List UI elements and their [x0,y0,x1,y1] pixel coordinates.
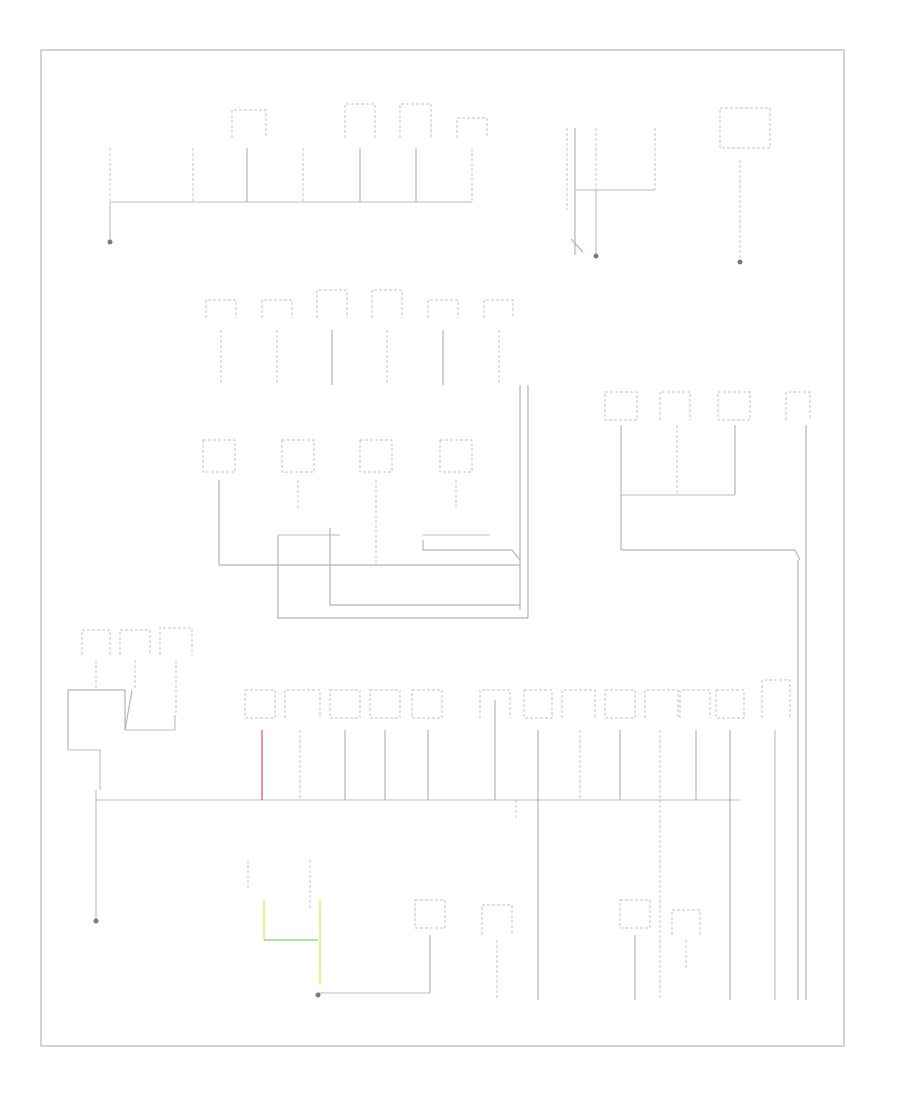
ground-symbol-g401 [93,918,99,924]
comp-mb-6 [479,689,511,718]
diagram-frame [40,49,845,1047]
wire-3r-6 [329,528,520,606]
wire-bl-7 [125,715,176,731]
comp-3r-2 [281,439,315,473]
comp-bc-3 [619,899,651,929]
third-row-group [202,385,529,619]
comp-mb-2 [284,689,321,718]
comp-bc-2 [481,904,513,935]
bottom-center-group [247,860,701,1000]
comp-rm-2 [659,391,691,420]
comp-bc-1 [414,899,446,929]
comp-rm-3 [717,391,751,421]
component-box-6 [399,103,432,138]
ground-symbol-g201 [593,253,599,259]
comp-mb-5 [411,689,443,719]
main-bottom-bus [96,679,791,1000]
comp-mb-12 [715,689,745,719]
comp-rm-1 [604,391,638,421]
comp-mb-11 [679,689,711,718]
comp-3r-3 [359,439,393,473]
top-left-ground-group [107,103,488,245]
wire-bl-4 [67,689,126,750]
comp-mb-9 [604,689,636,719]
top-middle-ground-group [566,128,656,259]
comp-mb-13 [761,679,791,718]
top-right-ground-group [719,107,771,265]
ground-symbol-g101 [107,239,113,245]
comp-2r-3 [316,289,348,318]
second-row-group [205,289,514,385]
wire-bl-5 [124,689,133,731]
ground-symbol-g501 [315,992,321,998]
comp-bl-1 [81,629,111,655]
comp-bl-3 [159,627,193,655]
comp-mb-10 [644,689,679,718]
comp-2r-2 [261,299,293,318]
comp-3r-4 [439,439,473,473]
comp-2r-5 [427,299,459,318]
comp-mb-3 [329,689,361,719]
comp-mb-7 [523,689,553,719]
comp-bc-4 [671,909,701,935]
comp-3r-1 [202,439,236,473]
comp-bl-2 [119,629,151,655]
green-wire [570,238,584,253]
wire-3r-5 [277,535,528,619]
wire-rm-4 [621,549,801,561]
comp-2r-4 [371,289,403,318]
comp-mb-4 [369,689,401,719]
wire-3r-7 [422,540,521,561]
comp-mb-8 [561,689,596,718]
right-middle-group [604,391,811,1000]
ground-symbol-g301 [737,259,743,265]
component-box-right [719,107,771,149]
wire-3r-1 [218,480,520,566]
component-box-5 [344,103,376,138]
wire-bl-6 [68,749,101,790]
comp-mb-1 [244,689,276,719]
comp-rm-4 [785,391,811,420]
bottom-left-group [67,627,193,924]
component-box-7 [456,117,488,138]
comp-2r-6 [483,299,514,318]
comp-2r-1 [205,299,237,318]
component-box-3 [231,109,267,138]
